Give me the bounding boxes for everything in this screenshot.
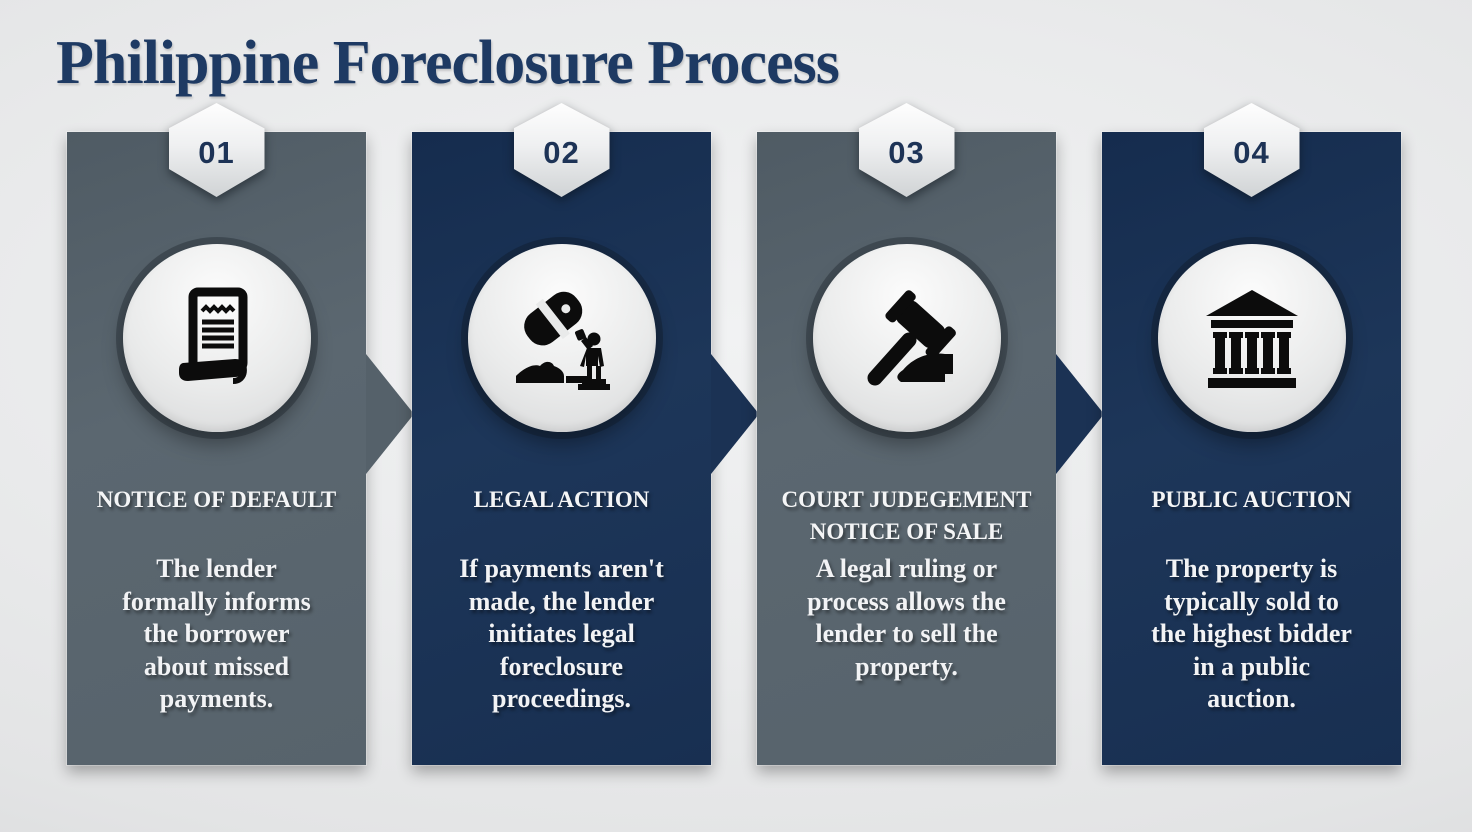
step-card-legal-action: 02 LEGAL ACTION [412, 103, 711, 765]
step-description: The property is typically sold to the hi… [1151, 554, 1352, 713]
flow-arrow-right-icon [1056, 354, 1104, 474]
badge-hexagon: 02 [513, 103, 610, 197]
gavel-auctioneer-icon [515, 291, 610, 390]
step-number: 02 [543, 135, 580, 170]
badge-hexagon: 03 [858, 103, 955, 197]
step-heading: PUBLIC AUCTION [1151, 487, 1352, 512]
icon-circle [1157, 244, 1346, 432]
step-description: A legal ruling or process allows the len… [807, 554, 1006, 681]
step-card-notice-of-default: 01 NOTICE OF DEFAULT The lender formally… [67, 103, 366, 765]
flow-arrow-right-icon [366, 354, 414, 474]
step-heading: LEGAL ACTION [473, 487, 650, 512]
icon-circle [812, 244, 1001, 432]
step-description: The lender formally informs the borrower… [122, 554, 311, 713]
badge-hexagon: 04 [1203, 103, 1300, 197]
step-number-badge: 01 [168, 103, 265, 197]
gavel-icon [867, 290, 956, 386]
bank-building-icon [1205, 290, 1298, 388]
step-description: If payments aren't made, the lender init… [459, 554, 664, 713]
step-number: 03 [888, 135, 925, 170]
step-card-court-judgement: 03 COURT JUDEGEMENT NOTICE OF SALE A leg… [757, 103, 1056, 765]
step-heading: COURT JUDEGEMENT NOTICE OF SALE [781, 487, 1032, 544]
icon-circle [467, 244, 656, 432]
icon-circle [122, 244, 311, 432]
step-number-badge: 03 [858, 103, 955, 197]
step-number-badge: 02 [513, 103, 610, 197]
badge-hexagon: 01 [168, 103, 265, 197]
step-heading: NOTICE OF DEFAULT [96, 487, 337, 512]
step-number: 04 [1233, 135, 1270, 170]
notice-document-icon [178, 287, 247, 384]
step-number: 01 [198, 135, 235, 170]
step-card-public-auction: 04 PUBLIC AUCTION The property is typica… [1102, 103, 1401, 765]
step-number-badge: 04 [1203, 103, 1300, 197]
page-title: Philippine Foreclosure Process [56, 29, 840, 97]
flow-arrow-right-icon [711, 354, 759, 474]
